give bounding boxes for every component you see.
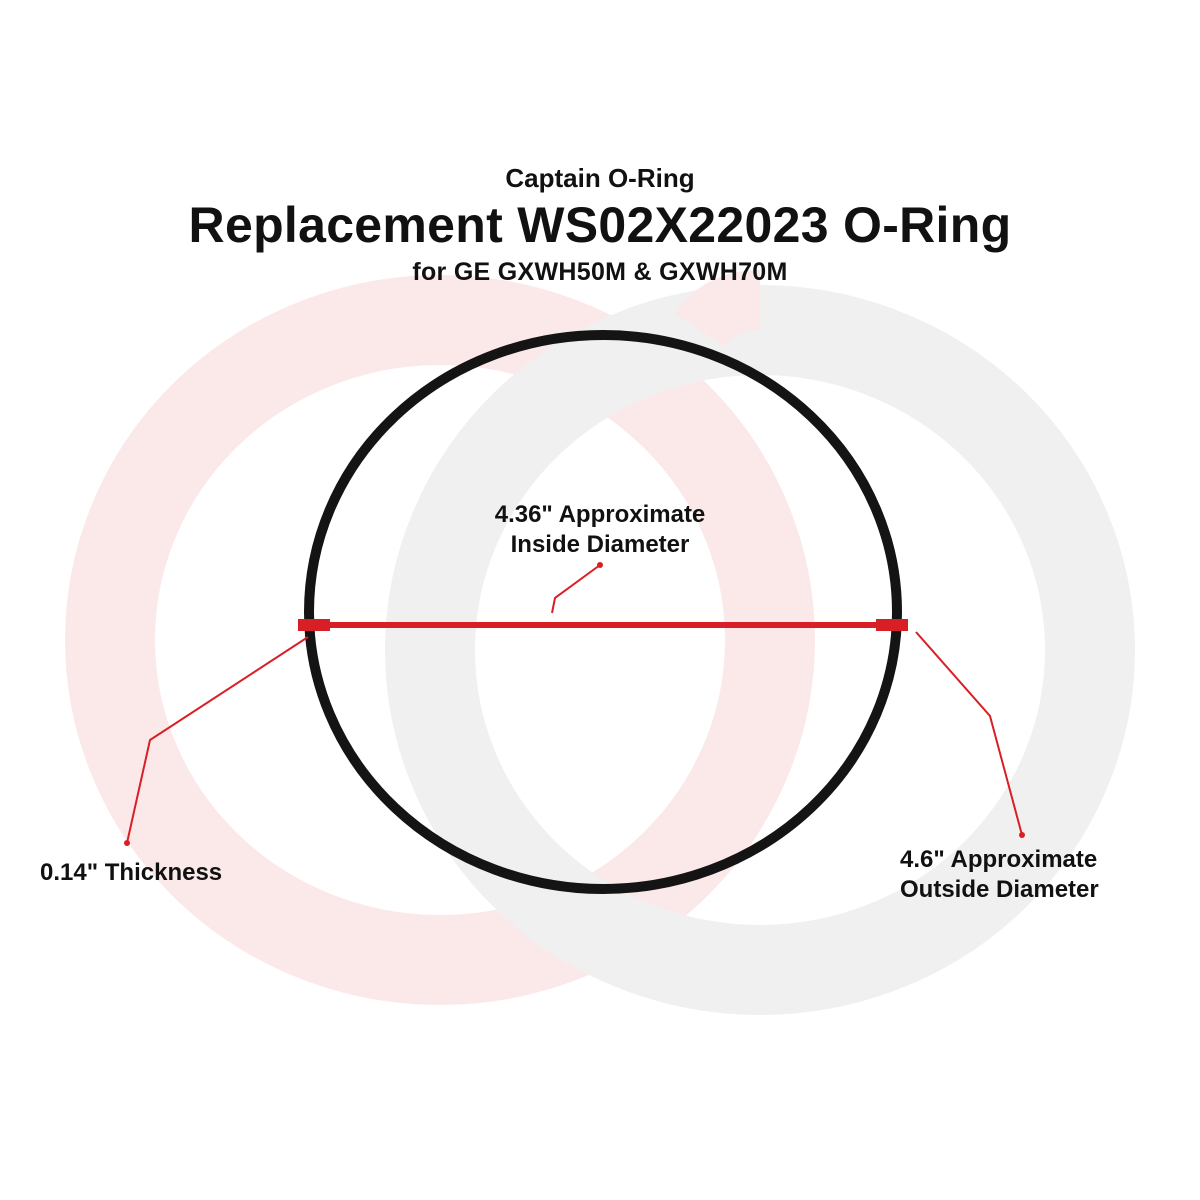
measure-end-right <box>876 619 908 631</box>
inside-diameter-leader-dot <box>597 562 603 568</box>
thickness-leader-dot <box>124 840 130 846</box>
inside-diameter-line2: Inside Diameter <box>510 531 690 558</box>
thickness-label: 0.14" Thickness <box>40 859 223 886</box>
product-subtitle: for GE GXWH50M & GXWH70M <box>412 258 788 286</box>
o-ring <box>304 330 902 894</box>
thickness-leader <box>126 636 309 844</box>
outside-diameter-line2: Outside Diameter <box>900 876 1099 903</box>
inside-diameter-line1: 4.36" Approximate <box>494 501 706 528</box>
outside-diameter-line1: 4.6" Approximate <box>900 846 1098 873</box>
brand-name: Captain O-Ring <box>505 163 695 193</box>
outside-diameter-leader <box>915 631 1023 836</box>
outside-diameter-label: 4.6" Approximate Outside Diameter <box>900 845 1140 905</box>
product-title: Replacement WS02X22023 O-Ring <box>188 197 1012 253</box>
inside-diameter-label: 4.36" Approximate Inside Diameter <box>440 500 760 560</box>
inside-diameter-leader <box>551 564 601 614</box>
measure-end-left <box>298 619 330 631</box>
watermark-hook <box>675 270 762 348</box>
outside-diameter-leader-dot <box>1019 832 1025 838</box>
watermark-ring-left <box>65 275 815 1005</box>
